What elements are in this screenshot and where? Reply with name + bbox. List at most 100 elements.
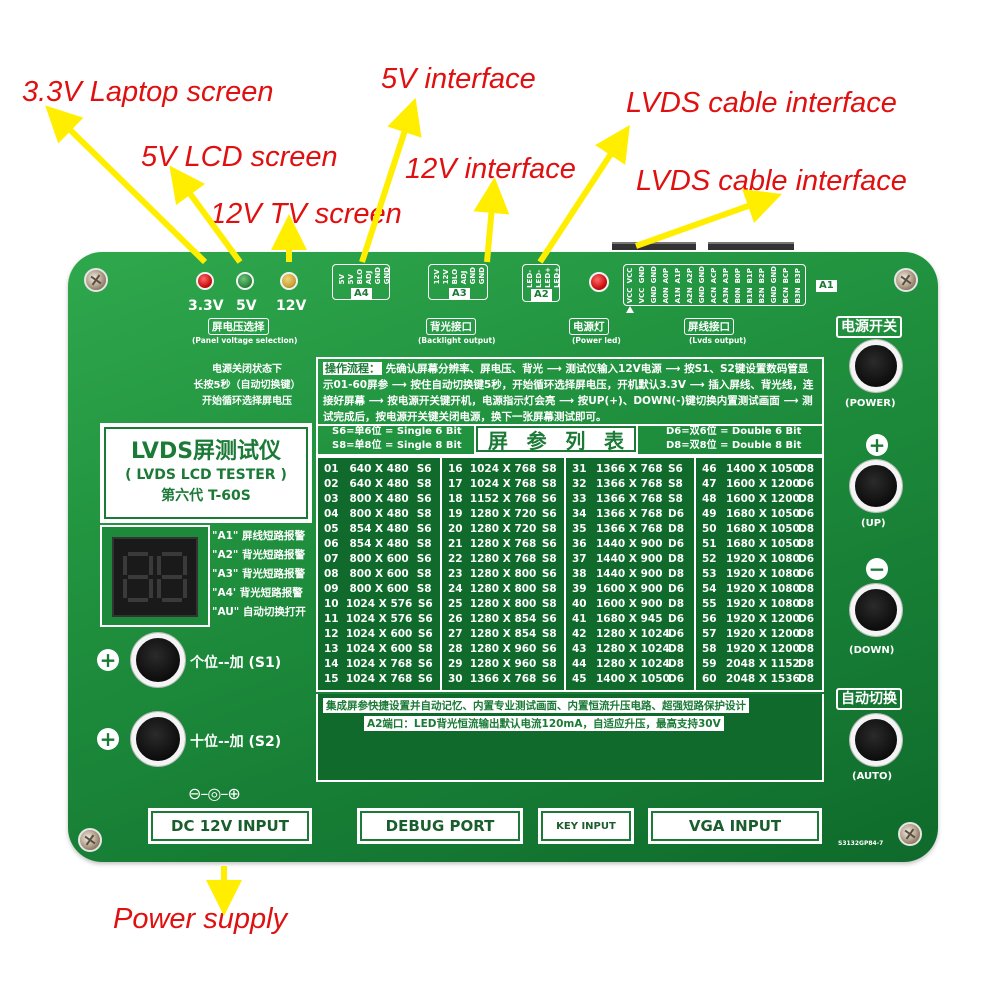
cell-bit-mode: D8 [798,583,815,595]
cell-bit-mode: S6 [541,538,557,550]
callout-3v3-laptop: 3.3V Laptop screen [22,76,274,108]
cell-number: 41 [572,613,587,625]
pin-label: VCC [626,287,634,304]
cell-resolution: 800 X 600 [349,583,409,595]
s1-button[interactable] [131,633,185,687]
cell-number: 34 [572,508,587,520]
cell-bit-mode: S6 [417,673,433,685]
pin-label: A1P [674,268,682,284]
callout-lvds-cable-2: LVDS cable interface [636,165,907,197]
operation-procedure: 操作流程： 先确认屏幕分辨率、屏电压、背光 ⟶ 测试仪输入12V电源 ⟶ 按S1… [316,357,824,425]
pin-label: A0N [662,287,670,304]
cell-bit-mode: D8 [668,643,685,655]
cell-bit-mode: D6 [798,478,815,490]
cell-number: 48 [702,493,717,505]
cell-resolution: 1680 X 1050 [726,508,800,520]
auto-button[interactable] [850,714,902,766]
pin-label: BLO [451,268,459,285]
pin-label: BCN [782,287,790,304]
cell-bit-mode: D8 [798,658,815,670]
cell-number: 47 [702,478,717,490]
pin-label: 12V [433,269,441,285]
s2-label: 十位--加 (S2) [190,734,282,750]
cell-resolution: 800 X 600 [349,553,409,565]
legend-row [316,424,824,456]
cell-number: 24 [448,583,463,595]
cell-bit-mode: D6 [798,508,815,520]
plus-icon: + [866,434,888,456]
cell-resolution: 1920 X 1200 [726,613,800,625]
cell-number: 55 [702,598,717,610]
cell-bit-mode: D8 [668,658,685,670]
up-button[interactable] [850,460,902,512]
cell-resolution: 1366 X 768 [596,508,663,520]
cell-resolution: 1280 X 854 [469,613,537,625]
cell-resolution: 854 X 480 [349,538,409,550]
cell-number: 07 [324,553,339,565]
legend-double: D6=双6位 = Double 6 Bit D8=双8位 = Double 8 … [666,425,801,453]
down-button[interactable] [850,584,902,636]
pin-label: LED+ [553,267,561,288]
cell-bit-mode: D6 [668,538,685,550]
cell-bit-mode: D6 [798,568,815,580]
cell-number: 15 [324,673,339,685]
features-line-2: A2端口：LED背光恒流输出默认电流120mA，自适应升压，最高支持30V [364,716,724,731]
pin1-marker-icon [626,306,634,313]
cell-resolution: 1280 X 854 [469,628,537,640]
cell-resolution: 1920 X 1200 [726,628,800,640]
lvds-output-title: 屏线接口 [684,318,734,335]
cell-bit-mode: S6 [416,463,432,475]
dc-12v-input-port[interactable]: DC 12V INPUT [148,808,312,844]
cell-number: 06 [324,538,339,550]
cell-bit-mode: D8 [798,463,815,475]
cell-bit-mode: D8 [668,553,685,565]
debug-port[interactable]: DEBUG PORT [357,808,523,844]
screw-icon [898,822,922,846]
cell-resolution: 640 X 480 [349,478,409,490]
power-led-icon [589,272,609,292]
power-button[interactable] [850,340,902,392]
cell-resolution: 1024 X 768 [469,478,537,490]
cell-bit-mode: D6 [798,613,815,625]
procedure-text: 先确认屏幕分辨率、屏电压、背光 ⟶ 测试仪输入12V电源 ⟶ 按S1、S2键设置… [323,363,814,423]
pin-label: GND [478,267,486,285]
cell-resolution: 1280 X 768 [469,538,537,550]
cell-bit-mode: S8 [541,598,557,610]
pin-label: GND [469,267,477,285]
cell-bit-mode: S6 [417,613,433,625]
cell-number: 04 [324,508,339,520]
s1-label: 个位--加 (S1) [190,655,282,671]
cell-resolution: 1280 X 720 [469,508,537,520]
key-input-port[interactable]: KEY INPUT [538,808,634,844]
pin-label: B1P [746,268,754,284]
pin-label: LED- [535,269,543,288]
cell-resolution: 1280 X 800 [469,583,537,595]
seven-segment-display [112,537,198,617]
s2-button[interactable] [131,712,185,766]
product-model: 第六代 T-60S [161,488,251,504]
cell-resolution: 1440 X 900 [596,538,663,550]
cell-bit-mode: D8 [668,523,685,535]
cell-number: 57 [702,628,717,640]
cell-number: 16 [448,463,463,475]
power-led-subtitle: (Power led) [572,336,621,345]
pin-label: A3P [722,268,730,284]
vga-input-port[interactable]: VGA INPUT [648,808,822,844]
cell-bit-mode: S8 [541,463,557,475]
cell-number: 28 [448,643,463,655]
pin-label: B0N [734,287,742,304]
